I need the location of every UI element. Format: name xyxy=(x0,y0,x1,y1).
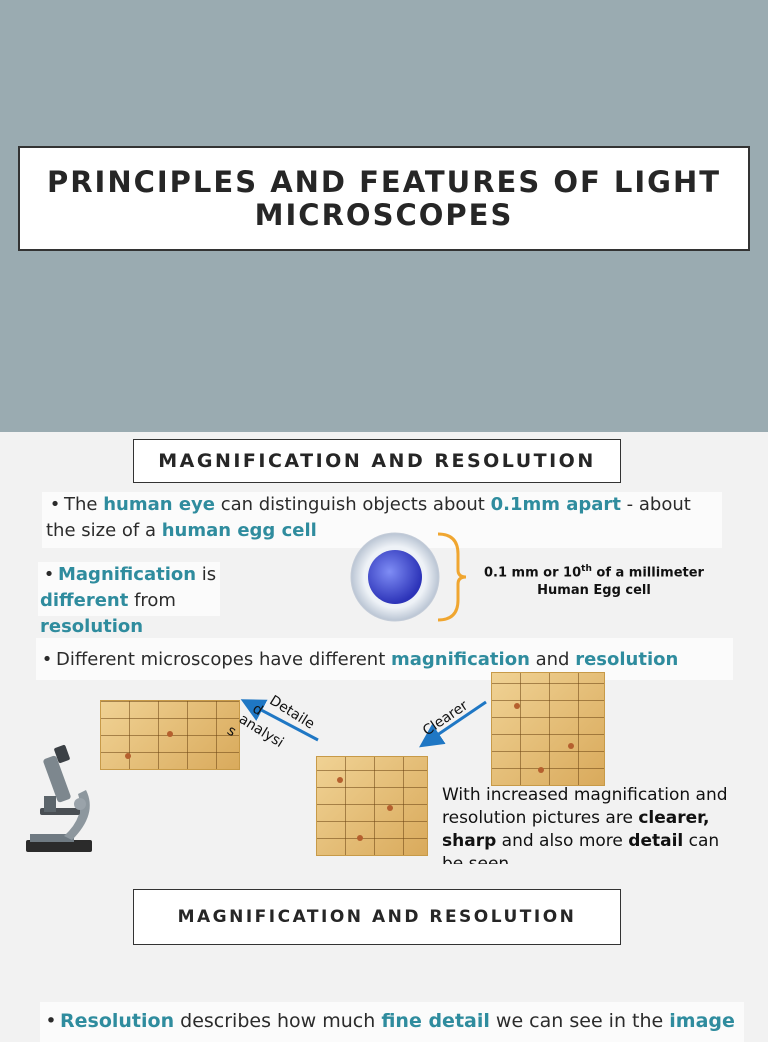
text-run: and xyxy=(529,649,576,670)
highlight-text: human eye xyxy=(103,494,215,515)
text-run: we can see in the xyxy=(489,1010,670,1032)
bullet-magnification: •Magnification is different from resolut… xyxy=(38,562,220,637)
highlight-text: magnification xyxy=(391,649,530,670)
highlight-text: Magnification xyxy=(58,564,197,585)
magnification-slide: MAGNIFICATION AND RESOLUTION •The human … xyxy=(0,432,768,1042)
section-header-2: MAGNIFICATION AND RESOLUTION xyxy=(133,889,621,945)
title-slide: PRINCIPLES AND FEATURES OF LIGHT MICROSC… xyxy=(0,0,768,432)
section-header-text: MAGNIFICATION AND RESOLUTION xyxy=(177,907,577,927)
text-run: The xyxy=(64,494,104,515)
text-run: 0.1 mm or 10 xyxy=(484,565,582,581)
text-run: can be seen xyxy=(442,831,720,864)
bullet-dot: • xyxy=(41,649,53,670)
section-header: MAGNIFICATION AND RESOLUTION xyxy=(133,439,621,483)
highlight-text: resolution xyxy=(575,649,679,670)
text-run: is xyxy=(196,564,217,585)
section-header-text: MAGNIFICATION AND RESOLUTION xyxy=(158,450,596,472)
bold-text: clearer, sharp xyxy=(442,808,710,851)
arrow-left-icon xyxy=(240,699,319,742)
title-box: PRINCIPLES AND FEATURES OF LIGHT MICROSC… xyxy=(18,146,750,251)
brace-icon xyxy=(437,532,467,622)
bullet-dot: • xyxy=(43,564,55,585)
text-run: of a millimeter xyxy=(591,565,704,581)
cell-image-high xyxy=(491,672,605,786)
bullet-different-microscopes: •Different microscopes have different ma… xyxy=(36,638,733,680)
text-run: describes how much xyxy=(174,1010,382,1032)
highlight-text: 0.1mm apart xyxy=(490,494,621,515)
text-run: can distinguish objects about xyxy=(214,494,491,515)
arrows xyxy=(240,699,487,748)
magnification-caption: With increased magnification and resolut… xyxy=(442,784,742,864)
text-run: Human Egg cell xyxy=(537,583,651,599)
bullet-dot: • xyxy=(45,1010,57,1032)
highlight-text: Resolution xyxy=(60,1010,175,1032)
text-run: With increased magnification and resolut… xyxy=(442,785,728,828)
text-run: - about the size of a xyxy=(46,494,691,541)
cell-image-low xyxy=(100,700,240,770)
bullet-resolution: •Resolution describes how much fine deta… xyxy=(40,1002,744,1042)
bold-text: detail xyxy=(628,831,684,851)
highlight-text: resolution xyxy=(40,616,144,637)
highlight-text: different xyxy=(40,590,129,611)
text-run: Different microscopes have different xyxy=(56,649,391,670)
bullet-dot: • xyxy=(49,494,61,515)
highlight-text: human egg cell xyxy=(161,520,317,541)
egg-cell-illustration xyxy=(350,532,467,622)
bullet-human-eye: •The human eye can distinguish objects a… xyxy=(42,492,722,548)
slide-title: PRINCIPLES AND FEATURES OF LIGHT MICROSC… xyxy=(46,164,722,232)
superscript: th xyxy=(581,564,592,574)
arrow-right-icon xyxy=(419,700,487,748)
text-run: and also more xyxy=(496,831,629,851)
highlight-text: fine detail xyxy=(381,1010,490,1032)
microscope-icon xyxy=(26,744,92,852)
text-run: from xyxy=(128,590,176,611)
cell-image-medium xyxy=(316,756,428,856)
highlight-text: image xyxy=(669,1010,735,1032)
egg-cell-label: 0.1 mm or 10th of a millimeter Human Egg… xyxy=(474,560,714,600)
